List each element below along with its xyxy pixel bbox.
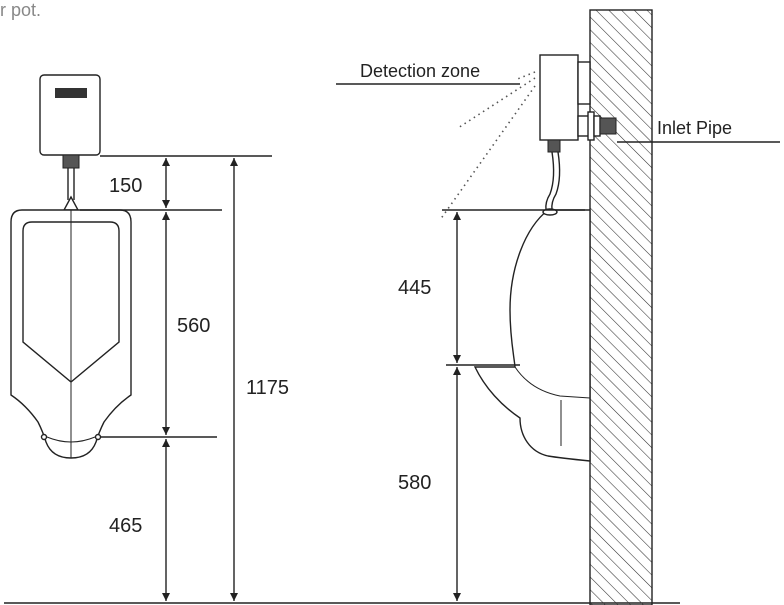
detection-zone-label: Detection zone [360, 61, 480, 81]
dim-150: 150 [109, 175, 142, 197]
dim-1175: 1175 [246, 377, 289, 399]
caption-fragment: r pot. [0, 0, 41, 20]
dim-560: 560 [177, 315, 210, 337]
sensor-coupling [62, 154, 80, 169]
dim-580: 580 [398, 472, 431, 494]
inlet-pipe-label: Inlet Pipe [657, 118, 732, 138]
sensor-display [55, 88, 87, 98]
sensor-box-side [539, 54, 591, 153]
dim-465: 465 [109, 515, 142, 537]
wall-hatched [589, 9, 653, 605]
dim-445: 445 [398, 277, 431, 299]
detection-beam [439, 71, 536, 221]
urinal-side [473, 208, 591, 462]
urinal-front [10, 209, 132, 459]
sensor-coupling-side [547, 139, 561, 153]
sensor-box-front [39, 74, 101, 169]
inlet-valve [577, 111, 617, 141]
side-view: 445 580 Detection zone Inlet Pipe [336, 9, 780, 605]
front-view: 150 560 465 1175 [10, 74, 289, 601]
